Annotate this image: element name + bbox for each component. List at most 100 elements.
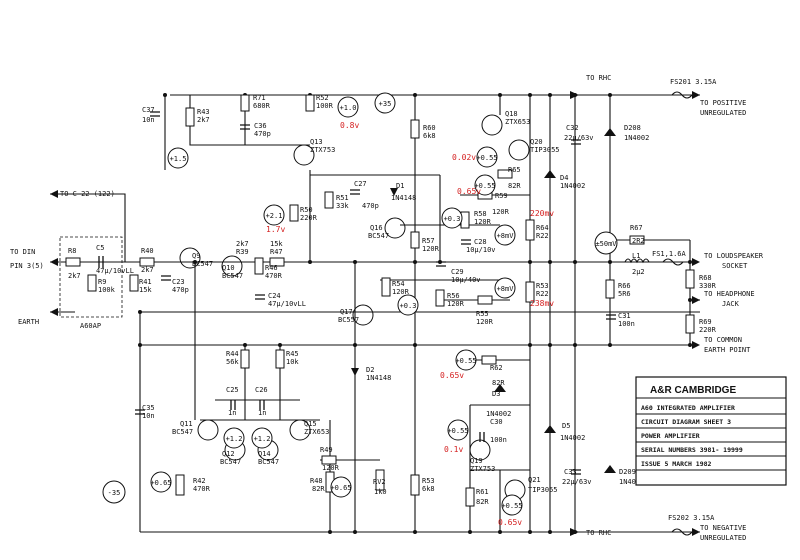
c33-name: C33 (564, 468, 577, 476)
r63-name: R53 (536, 282, 549, 290)
q21-value: TIP3055 (528, 486, 558, 494)
to-positive-label: TO POSITIVE (700, 99, 746, 107)
r52-name: R52 (316, 94, 329, 102)
q10-name: Q10 (222, 264, 235, 272)
r65-name: R65 (508, 166, 521, 174)
d5-value: 1N4002 (560, 434, 585, 442)
d208-value: 1N4002 (624, 134, 649, 142)
c36-value: 470p (254, 130, 271, 138)
l1-name: L1 (632, 252, 640, 260)
c5-name: C5 (96, 244, 104, 252)
meter-m13: +0.55 (447, 419, 469, 441)
earth-point-label: EARTH POINT (704, 346, 751, 354)
terminal-arrows (50, 91, 700, 536)
r54-name: R54 (392, 280, 405, 288)
title-line-1: A60 INTEGRATED AMPLIFIER (641, 404, 735, 412)
q17-value: BC557 (338, 316, 359, 324)
q12-value: BC547 (220, 458, 241, 466)
meter-m17-label: +0.65 (150, 479, 171, 487)
meter-m7-label: +8mV (497, 232, 515, 240)
r66-value: 5R6 (618, 290, 631, 298)
r64-name: R64 (536, 224, 549, 232)
meter-m5: +0.3 (441, 207, 463, 229)
meter-m14-label: +0.55 (501, 502, 522, 510)
fs1-label: FS1,1.6A (652, 250, 687, 258)
r41-name: R41 (139, 278, 152, 286)
r62-name: R62 (490, 364, 503, 372)
r56-value: 120R (447, 300, 465, 308)
annotation-0-1v: 0.1v (444, 445, 463, 454)
meter-m5-label: +0.3 (444, 215, 461, 223)
earth-label: EARTH (18, 318, 39, 326)
c25-value: 1n (228, 409, 236, 417)
meter-m18: +0.65 (330, 476, 352, 498)
meter-m19-label: -35 (108, 489, 121, 497)
c29-name: C29 (451, 268, 464, 276)
c27-name: C27 (354, 180, 367, 188)
meter-m8-label: +8mV (497, 285, 515, 293)
r63-value: R22 (536, 290, 549, 298)
q9-name: Q9 (192, 252, 200, 260)
r64-value: R22 (536, 232, 549, 240)
q20-value: TIP3055 (530, 146, 560, 154)
c37-value: 10n (142, 116, 155, 124)
annotation-0-65v-top: 0.65v (457, 187, 481, 196)
c24-name: C24 (268, 292, 281, 300)
meter-m12-label: +0.55 (455, 357, 476, 365)
c28-value: 10µ/10v (466, 246, 496, 254)
annotation-0-65v-mid: 0.65v (440, 371, 464, 380)
meter-m13-label: +0.55 (447, 427, 468, 435)
r39-name: 2k7 (236, 240, 249, 248)
c24-value: 47µ/10vLL (268, 300, 306, 308)
c27-value: 470p (362, 202, 379, 210)
d209-value: 1N4002 (619, 478, 644, 486)
meter-m15: +1.2 (223, 427, 245, 449)
voltage-annotations: 0.8v 1.7v 0.02v 0.65v 220mv 238mv 0.65v … (266, 121, 554, 527)
c33-value: 22µ/63v (562, 478, 592, 486)
annotation-0-8v: 0.8v (340, 121, 359, 130)
r66-name: R66 (618, 282, 631, 290)
r53b-name: R53 (422, 477, 435, 485)
r60-name: R60 (423, 124, 436, 132)
r56-name: R56 (447, 292, 460, 300)
pin-label: PIN 3(5) (10, 262, 44, 270)
c37-name: C37 (142, 106, 155, 114)
module-label: A60AP (80, 322, 101, 330)
c31-name: C31 (618, 312, 631, 320)
d1-name: D1 (396, 182, 404, 190)
c31-value: 100n (618, 320, 635, 328)
r57-name: R57 (422, 237, 435, 245)
d208-name: D208 (624, 124, 641, 132)
q18-value: ZTX653 (505, 118, 530, 126)
meter-m19: -35 (102, 480, 126, 504)
q10-value: BC547 (222, 272, 243, 280)
r41-value: 15k (139, 286, 152, 294)
r55-value: 120R (476, 318, 494, 326)
r48-name: R48 (310, 477, 323, 485)
r60-value: 6k8 (423, 132, 436, 140)
r50-value: 220R (300, 214, 318, 222)
r47-value: R47 (270, 248, 283, 256)
c36-name: C36 (254, 122, 267, 130)
r67-value: 2R2 (632, 237, 645, 245)
jack-label: JACK (722, 300, 740, 308)
fs201-label: FS201 3.15A (670, 78, 717, 86)
r39-value: R39 (236, 248, 249, 256)
r52-value: 100R (316, 102, 334, 110)
meter-m9: ±50mV (594, 231, 618, 255)
r9-name: R9 (98, 278, 106, 286)
c35-name: C35 (142, 404, 155, 412)
q15-name: Q15 (304, 420, 317, 428)
r48-value: 82R (312, 485, 325, 493)
r44-name: R44 (226, 350, 239, 358)
meter-m3-label: +35 (379, 100, 392, 108)
meter-m1-label: +1.5 (170, 155, 187, 163)
c5-value: 47µ/10vLL (96, 267, 134, 275)
r46-value: 470R (265, 272, 283, 280)
meter-m2: +1.0 (337, 96, 359, 118)
meter-m17: +0.65 (150, 471, 172, 493)
c30-name: C30 (490, 418, 503, 426)
r53b-value: 6k8 (422, 485, 435, 493)
title-line-4: SERIAL NUMBERS 3981- 19999 (641, 446, 743, 454)
